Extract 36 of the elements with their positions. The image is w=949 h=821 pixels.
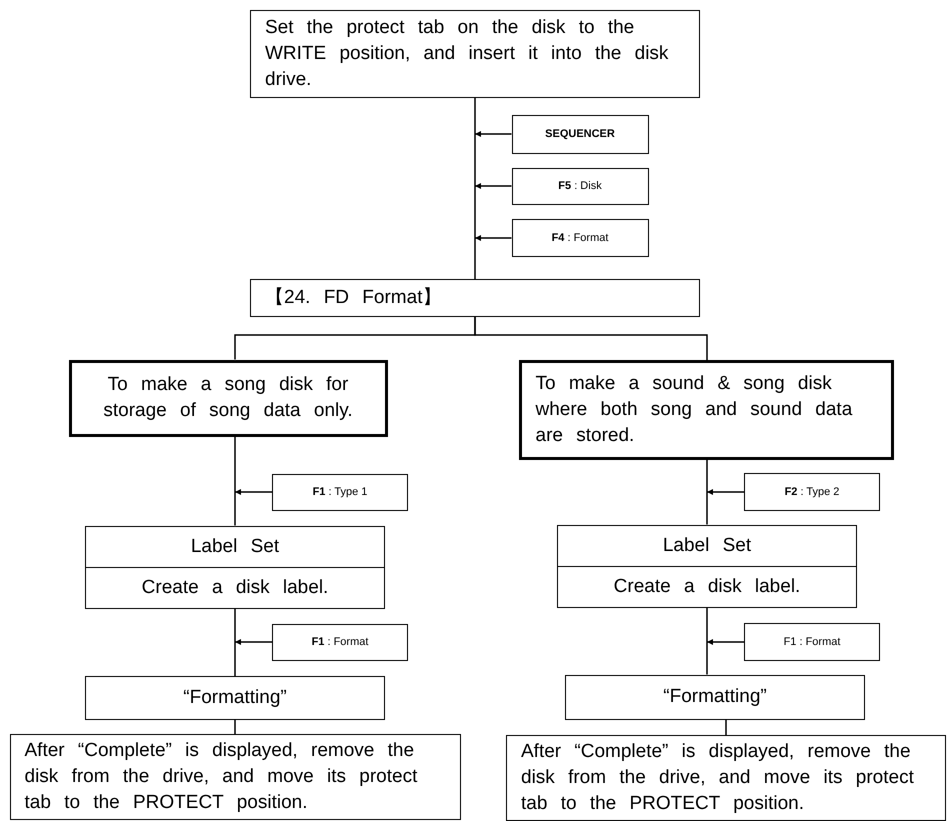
connector bbox=[706, 608, 708, 674]
process-box: Set the protect tab on the disk to the WRITE position, and insert it into the disk drive. bbox=[250, 10, 700, 98]
connector bbox=[706, 460, 708, 524]
key-button-box: F2 : Type 2 bbox=[744, 473, 880, 511]
screen-message: Create a disk label. bbox=[86, 566, 384, 608]
process-box: “Formatting” bbox=[565, 674, 865, 720]
process-box: After “Complete” is displayed, remove the disk from the drive, and move its protect tab to the PROTECT position. bbox=[506, 735, 946, 821]
connector bbox=[474, 98, 476, 279]
connector bbox=[475, 235, 512, 241]
connector bbox=[475, 183, 512, 189]
screen-title: Label Set bbox=[662, 534, 752, 558]
connector bbox=[234, 608, 236, 676]
connector bbox=[475, 131, 512, 137]
connector bbox=[234, 436, 236, 526]
screen-title: Label Set bbox=[190, 534, 280, 558]
screen-message: Create a disk label. bbox=[558, 566, 856, 606]
screen-box bbox=[85, 526, 385, 608]
process-box: “Formatting” bbox=[85, 676, 385, 720]
key-button-box: F5 : Disk bbox=[512, 168, 648, 204]
process-box: 【24. FD Format】 bbox=[250, 279, 700, 317]
connector bbox=[707, 489, 744, 495]
connector bbox=[474, 317, 708, 360]
key-button-box: F1 : Format bbox=[272, 624, 408, 660]
option-box: To make a sound & song disk where both song and sound data are stored. bbox=[518, 360, 894, 460]
key-button-box: F1 : Format bbox=[744, 623, 880, 661]
key-button-box: F4 : Format bbox=[512, 219, 648, 257]
connector bbox=[725, 720, 727, 735]
process-box: After “Complete” is displayed, remove the disk from the drive, and move its protect tab to the PROTECT position. bbox=[10, 734, 460, 820]
connector bbox=[234, 720, 236, 734]
screen-box bbox=[557, 524, 857, 608]
key-button-box: F1 : Type 1 bbox=[272, 474, 408, 510]
key-button-box: SEQUENCER bbox=[512, 114, 648, 154]
connector bbox=[707, 639, 744, 645]
option-box: To make a song disk for storage of song data only. bbox=[68, 360, 388, 436]
connector bbox=[235, 489, 272, 495]
connector bbox=[235, 639, 272, 645]
